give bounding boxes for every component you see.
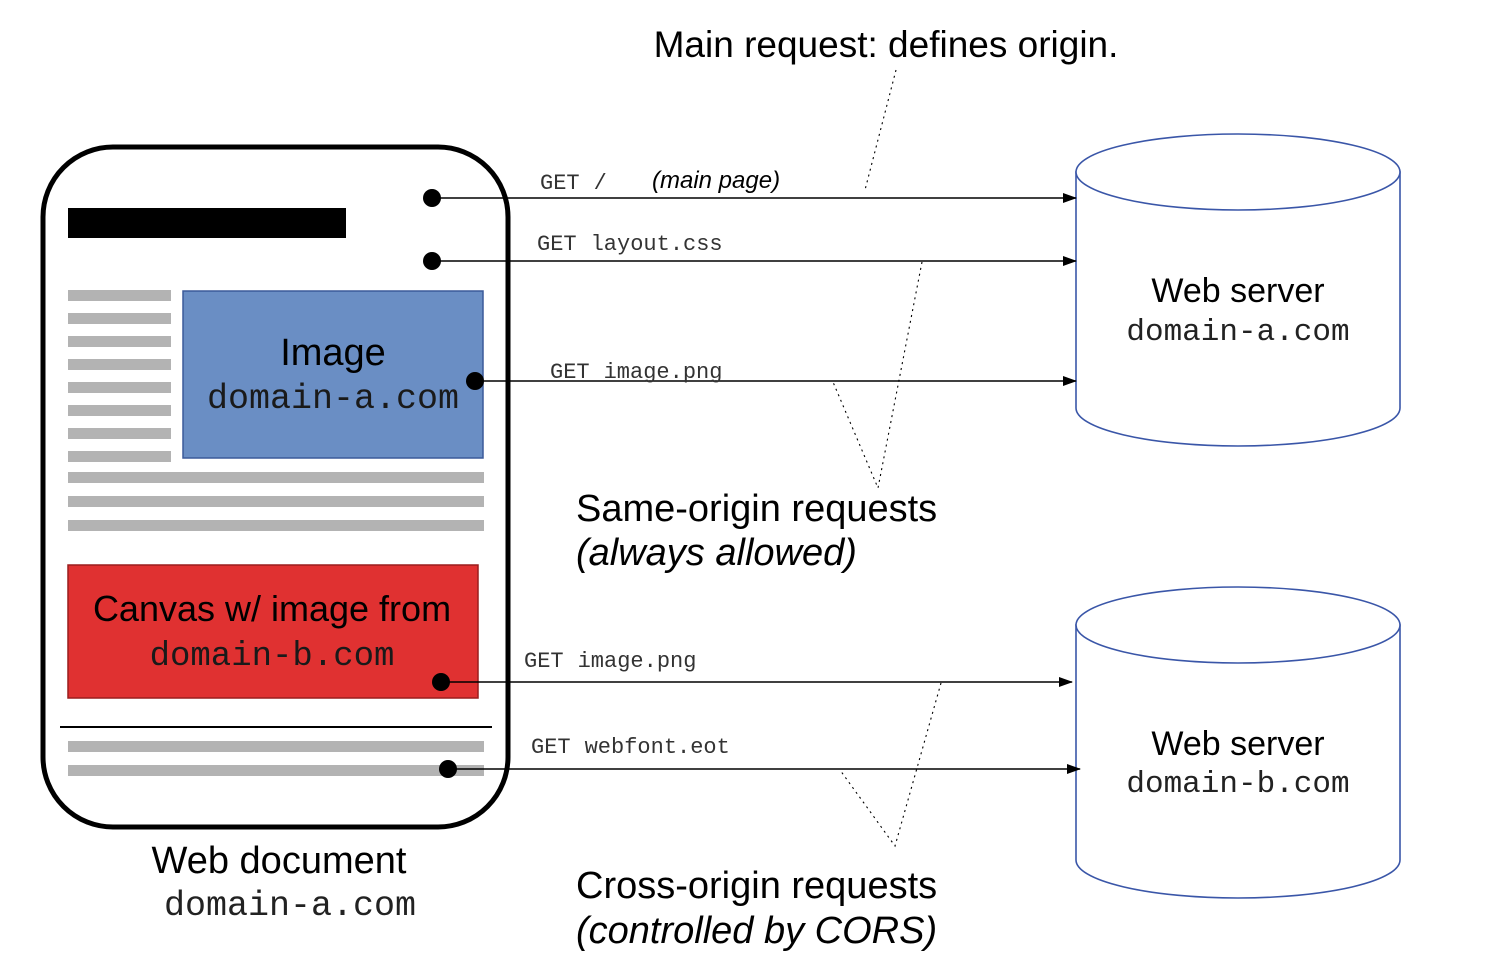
web-document: Image domain-a.com Canvas w/ image from … xyxy=(40,144,511,830)
document-frame xyxy=(40,144,511,830)
server-domain-b: Web server domain-b.com xyxy=(1075,580,1486,910)
request-origin-dot xyxy=(423,252,441,270)
server-a-title: Web server xyxy=(1151,272,1324,310)
canvas-domain: domain-b.com xyxy=(150,638,395,676)
image-label: Image xyxy=(280,332,386,374)
same-origin-leader xyxy=(832,261,923,490)
server-a-domain: domain-a.com xyxy=(1126,315,1349,350)
main-request-leader xyxy=(864,69,897,191)
document-title-bar xyxy=(68,208,346,238)
canvas-box xyxy=(67,564,479,699)
cross-origin-title: Cross-origin requests xyxy=(576,865,937,907)
image-box xyxy=(182,290,484,459)
text-lines-full xyxy=(68,472,484,531)
request-origin-dot xyxy=(466,372,484,390)
server-b-top xyxy=(1075,586,1401,664)
document-domain: domain-a.com xyxy=(164,886,416,926)
request-note: (main page) xyxy=(652,167,780,194)
server-a-top xyxy=(1075,133,1401,211)
request-origin-dot xyxy=(439,760,457,778)
main-request-label: Main request: defines origin. xyxy=(654,24,1119,65)
server-b-domain: domain-b.com xyxy=(1126,767,1349,802)
request-label: GET/ xyxy=(540,171,607,196)
request-origin-dot xyxy=(432,673,450,691)
text-lines-left xyxy=(68,290,171,462)
request-origin-dot xyxy=(423,189,441,207)
image-domain: domain-a.com xyxy=(207,379,459,419)
same-origin-note: (always allowed) xyxy=(576,532,857,574)
server-b-body xyxy=(1075,624,1401,899)
text-lines-footer xyxy=(68,741,484,776)
canvas-label: Canvas w/ image from xyxy=(93,588,451,629)
document-title: Web document xyxy=(152,840,407,882)
cross-origin-leader xyxy=(839,682,942,848)
same-origin-title: Same-origin requests xyxy=(576,488,937,530)
server-b-title: Web server xyxy=(1151,725,1324,763)
request-main-page: GET/ (main page) xyxy=(423,167,1077,207)
document-separator xyxy=(60,726,492,728)
server-a-body xyxy=(1075,171,1401,447)
cross-origin-note: (controlled by CORS) xyxy=(576,910,937,952)
server-domain-a: Web server domain-a.com xyxy=(1075,133,1486,470)
